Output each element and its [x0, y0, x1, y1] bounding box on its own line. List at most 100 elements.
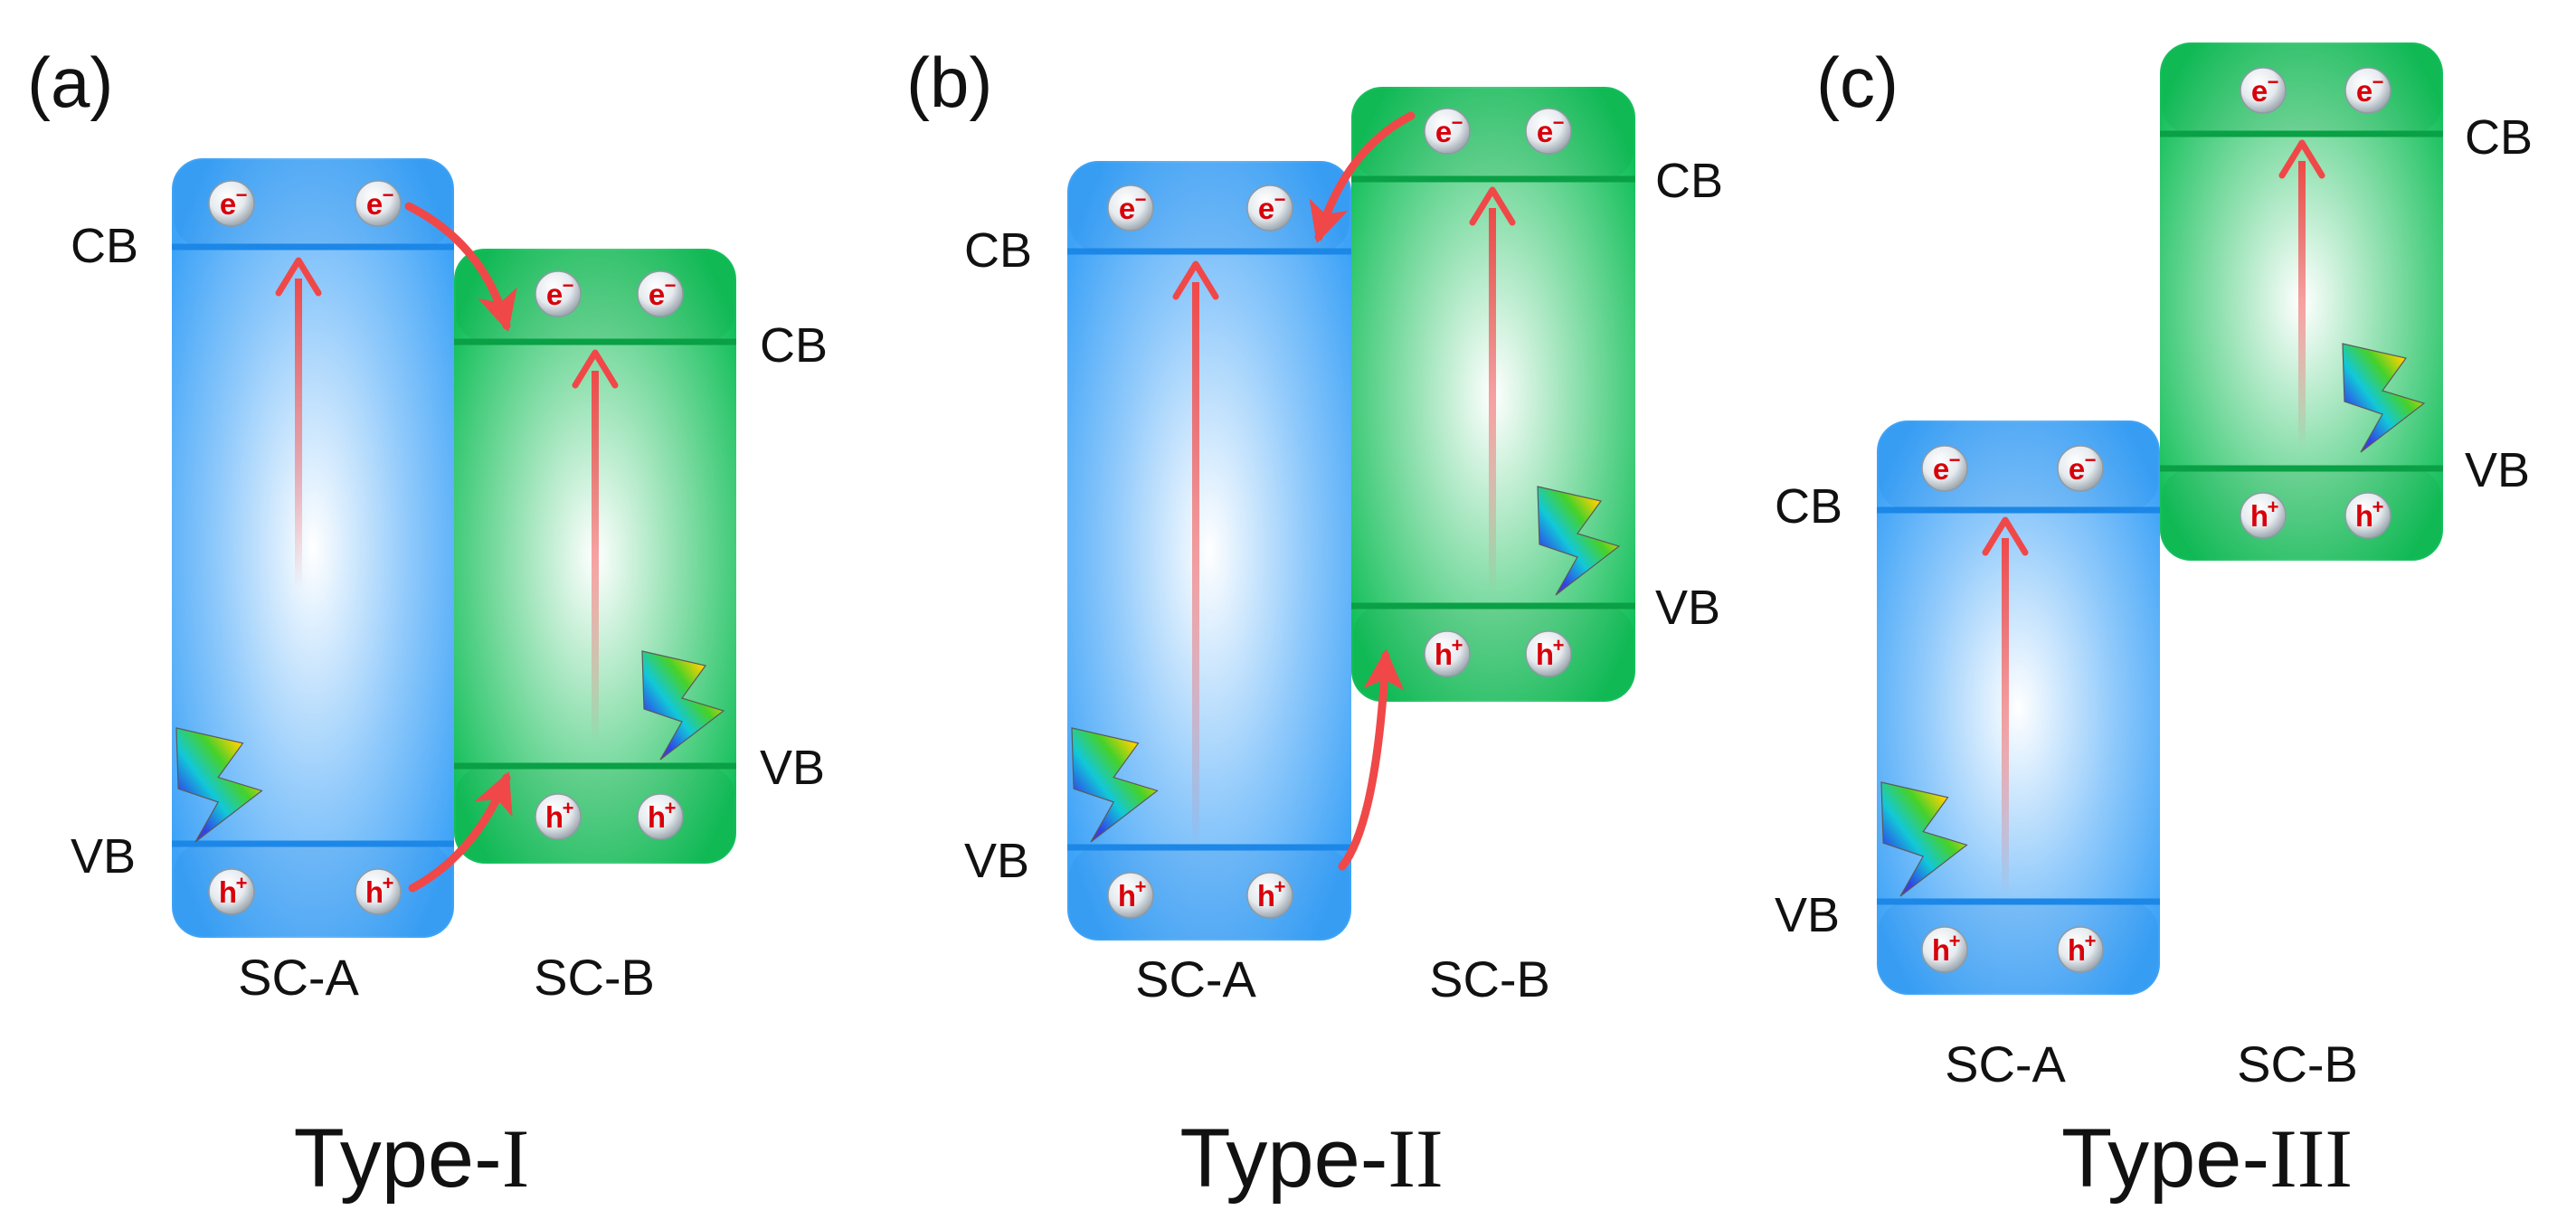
light-bolt-b2 [1537, 486, 1621, 596]
electron-a2: e− [355, 180, 402, 227]
electron-symbol: e [2069, 452, 2085, 486]
hole-b3: h+ [1424, 630, 1471, 677]
sc-a-cb-label-b: CB [964, 223, 1032, 278]
charge-sign: − [383, 184, 394, 206]
electron-c1: e− [1921, 445, 1968, 492]
carrier-sphere [2344, 67, 2391, 114]
carrier-sphere [2344, 492, 2391, 539]
electron-transfer-arrow-b [1309, 111, 1416, 244]
electron-a3: e− [535, 270, 582, 317]
carrier-sphere [1246, 184, 1293, 232]
hole-b1: h+ [1107, 872, 1154, 919]
hole-symbol: h [1118, 879, 1136, 912]
sc-a-vb-label-b: VB [964, 834, 1029, 888]
carrier-sphere [1246, 872, 1293, 919]
charge-sign: − [563, 274, 574, 297]
charge-sign: − [1949, 449, 1961, 471]
charge-sign: + [383, 872, 394, 894]
electron-symbol: e [1435, 115, 1452, 148]
light-bolt-a2 [641, 650, 725, 761]
excitation-arrow-b2-shaft [1489, 208, 1496, 592]
vb-zone [456, 766, 734, 862]
panel-tag-a: (a) [27, 43, 113, 122]
carrier-sphere [1107, 184, 1154, 232]
hole-a1: h+ [208, 868, 255, 915]
sc-a-vb-label-a: VB [71, 829, 136, 884]
hole-b2: h+ [1246, 872, 1293, 919]
hole-symbol: h [219, 875, 237, 909]
cb-zone [1353, 89, 1634, 179]
charge-sign: − [665, 274, 677, 297]
carrier-sphere [1525, 108, 1572, 155]
sc-b-cb-label-b: CB [1655, 154, 1723, 208]
panel-tag-b: (b) [906, 43, 992, 122]
type-title-c: Type-III [2061, 1112, 2353, 1205]
sc-a-cb-label-c: CB [1775, 479, 1842, 534]
electron-symbol: e [546, 278, 563, 311]
electron-symbol: e [1537, 115, 1553, 148]
carrier-sphere [1921, 926, 1968, 973]
type-roman-c: III [2269, 1112, 2353, 1205]
hole-c2: h+ [2057, 926, 2104, 973]
charge-sign: + [1452, 634, 1463, 657]
sc-b-label-b: SC-B [1429, 950, 1550, 1007]
electron-symbol: e [2356, 74, 2372, 108]
hole-a2: h+ [355, 868, 402, 915]
sc-b-vb-label-a: VB [760, 741, 825, 795]
sc-a-block-c [1877, 421, 2160, 995]
hole-symbol: h [648, 800, 666, 834]
charge-sign: + [236, 872, 248, 894]
vb-zone [1879, 902, 2158, 993]
semiconductor-block [1067, 161, 1351, 941]
hole-symbol: h [2250, 499, 2268, 533]
charge-sign: + [665, 797, 677, 819]
hole-symbol: h [545, 800, 564, 834]
carrier-sphere [355, 180, 402, 227]
light-bolt-c1 [1880, 781, 1968, 897]
charge-sign: + [1274, 875, 1286, 898]
excitation-arrow-c1-head [1982, 516, 2029, 556]
hole-c4: h+ [2344, 492, 2391, 539]
charge-sign: + [2372, 496, 2384, 518]
excitation-arrow-a1-shaft [295, 279, 302, 588]
excitation-arrow-a1-head [275, 257, 322, 297]
charge-sign: − [1135, 188, 1147, 211]
hole-c1: h+ [1921, 926, 1968, 973]
carrier-sphere [1921, 445, 1968, 492]
charge-sign: + [1553, 634, 1565, 657]
carrier-sphere [2240, 492, 2287, 539]
electron-symbol: e [1258, 192, 1274, 225]
electron-symbol: e [1933, 452, 1949, 486]
excitation-arrow-b1-shaft [1192, 282, 1199, 850]
sc-a-label-a: SC-A [238, 949, 359, 1006]
sc-b-cb-label-a: CB [760, 318, 828, 373]
charge-sign: + [2268, 496, 2279, 518]
carrier-sphere [355, 868, 402, 915]
electron-b4: e− [1525, 108, 1572, 155]
sc-a-label-b: SC-A [1135, 950, 1256, 1007]
carrier-sphere [535, 793, 582, 840]
electron-c4: e− [2344, 67, 2391, 114]
electron-symbol: e [1119, 192, 1135, 225]
hole-symbol: h [1435, 638, 1453, 671]
carrier-sphere [637, 270, 684, 317]
sc-b-vb-label-b: VB [1655, 581, 1720, 635]
hole-symbol: h [2355, 499, 2373, 533]
carrier-sphere [208, 180, 255, 227]
electron-symbol: e [2251, 74, 2268, 108]
type-title-a: Type-I [294, 1112, 530, 1205]
charge-sign: + [2085, 930, 2097, 952]
hole-a4: h+ [637, 793, 684, 840]
charge-sign: − [2372, 71, 2384, 93]
sc-a-vb-label-c: VB [1775, 888, 1840, 942]
sc-b-label-c: SC-B [2237, 1035, 2358, 1092]
excitation-arrow-b1-head [1172, 260, 1219, 300]
type-title-b: Type-II [1179, 1112, 1443, 1205]
electron-symbol: e [366, 187, 383, 221]
type-roman-a: I [502, 1112, 530, 1205]
carrier-sphere [2240, 67, 2287, 114]
electron-transfer-arrow-a [404, 202, 517, 333]
hole-symbol: h [1932, 933, 1950, 967]
charge-sign: − [1553, 111, 1565, 134]
